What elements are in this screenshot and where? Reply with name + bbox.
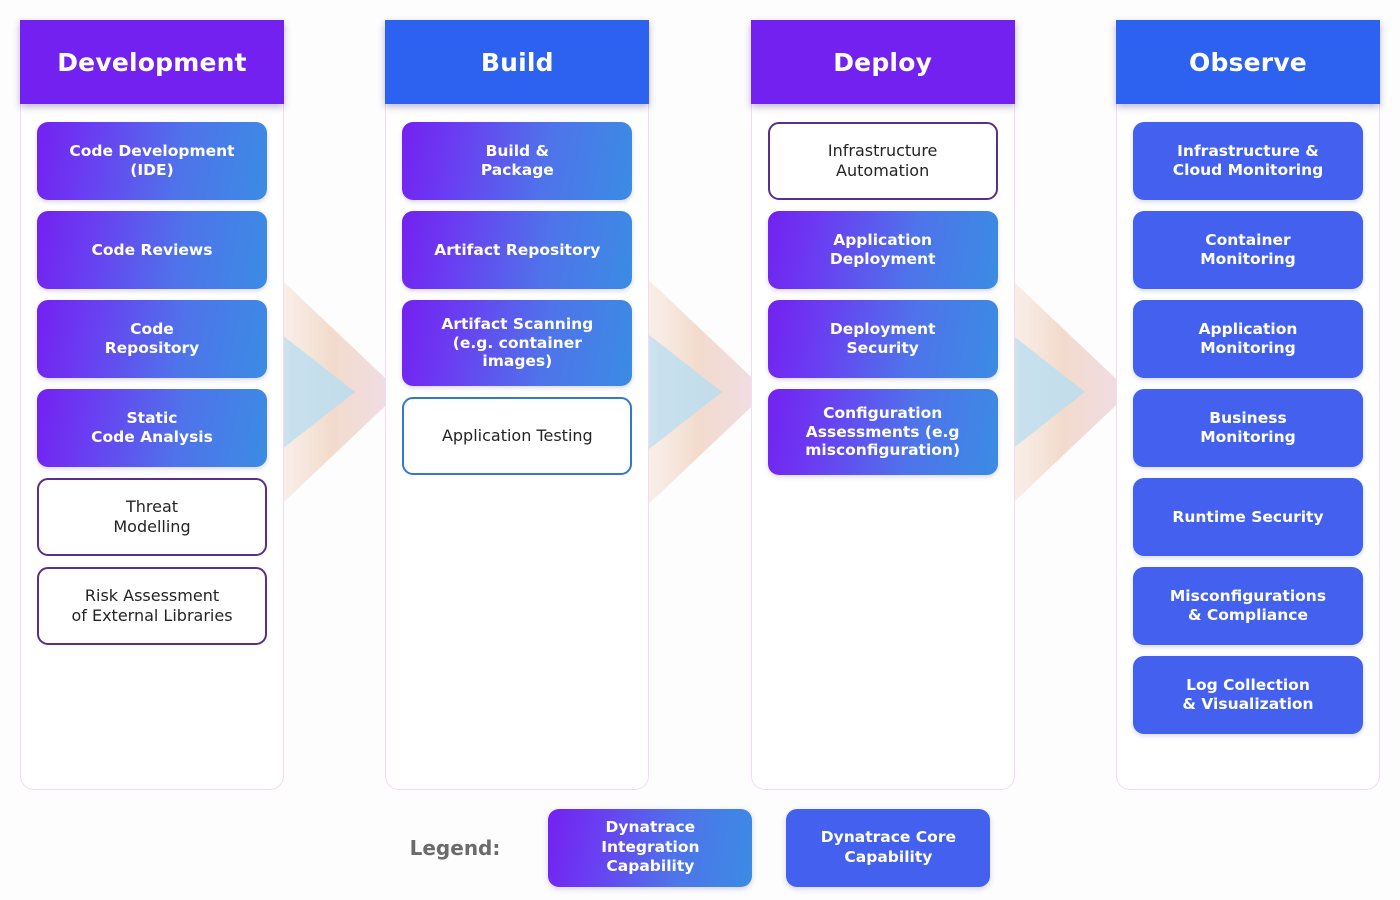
capability-chip-label: Code Development (IDE) — [69, 142, 235, 179]
legend-item-core-label: Dynatrace Core Capability — [820, 828, 956, 866]
capability-chip-label: Static Code Analysis — [91, 409, 213, 446]
capability-chip[interactable]: Artifact Repository — [402, 211, 633, 289]
capability-chip[interactable]: Artifact Scanning (e.g. container images… — [402, 300, 633, 386]
capability-chip-label: Infrastructure Automation — [827, 141, 938, 180]
capability-chip[interactable]: Application Monitoring — [1132, 300, 1363, 378]
capability-chip-label: Configuration Assessments (e.g misconfig… — [805, 403, 961, 460]
capability-chip[interactable]: Business Monitoring — [1132, 389, 1363, 467]
capability-chip-label: Business Monitoring — [1200, 409, 1296, 446]
capability-chip[interactable]: Code Development (IDE) — [37, 122, 267, 200]
stage-header-observe: Observe — [1115, 20, 1380, 104]
capability-chip-label: Log Collection & Visualization — [1182, 676, 1314, 713]
capability-chip-label: Code Reviews — [91, 240, 213, 259]
capability-chip[interactable]: Runtime Security — [1132, 478, 1363, 556]
capability-chip-label: Application Monitoring — [1198, 320, 1298, 357]
capability-chip[interactable]: Application Testing — [402, 397, 633, 475]
capability-chip[interactable]: Threat Modelling — [37, 478, 267, 556]
capability-chip[interactable]: Container Monitoring — [1132, 211, 1363, 289]
capability-chip[interactable]: Code Reviews — [37, 211, 267, 289]
stage-header-deploy: Deploy — [750, 20, 1015, 104]
legend-label: Legend: — [409, 835, 501, 860]
capability-chip-label: Artifact Repository — [434, 240, 601, 259]
capability-chip-label: Threat Modelling — [113, 497, 191, 536]
capability-chip-label: Artifact Scanning (e.g. container images… — [441, 314, 594, 371]
stage-header-development: Development — [20, 20, 284, 104]
capability-chip[interactable]: Infrastructure & Cloud Monitoring — [1132, 122, 1363, 200]
capability-chip-label: Build & Package — [480, 142, 554, 179]
capability-chip[interactable]: Infrastructure Automation — [767, 122, 998, 200]
legend-item-integration: Dynatrace Integration Capability — [548, 808, 753, 887]
capability-chip[interactable]: Application Deployment — [767, 211, 998, 289]
legend: Legend: Dynatrace Integration Capability… — [0, 795, 1400, 900]
capability-chip[interactable]: Deployment Security — [767, 300, 998, 378]
capability-chip[interactable]: Misconfigurations & Compliance — [1132, 567, 1363, 645]
capability-chip-label: Risk Assessment of External Libraries — [71, 586, 233, 625]
capability-chip-label: Application Deployment — [829, 231, 936, 268]
capability-chip-label: Container Monitoring — [1200, 231, 1296, 268]
capability-chip-label: Misconfigurations & Compliance — [1169, 587, 1327, 624]
capability-chip-label: Runtime Security — [1172, 507, 1324, 526]
legend-item-core: Dynatrace Core Capability — [786, 808, 991, 887]
capability-chip[interactable]: Risk Assessment of External Libraries — [37, 567, 267, 645]
capability-chip[interactable]: Configuration Assessments (e.g misconfig… — [767, 389, 998, 475]
legend-item-integration-label: Dynatrace Integration Capability — [601, 818, 700, 876]
capability-chip[interactable]: Build & Package — [402, 122, 633, 200]
capability-chip[interactable]: Code Repository — [37, 300, 267, 378]
stage-header-build: Build — [385, 20, 650, 104]
capability-chip-label: Application Testing — [441, 426, 593, 446]
capability-chip-label: Infrastructure & Cloud Monitoring — [1172, 142, 1324, 179]
capability-chip-label: Deployment Security — [829, 320, 936, 357]
capability-chip[interactable]: Log Collection & Visualization — [1132, 656, 1363, 734]
capability-chip-label: Code Repository — [104, 320, 200, 357]
capability-chip[interactable]: Static Code Analysis — [37, 389, 267, 467]
